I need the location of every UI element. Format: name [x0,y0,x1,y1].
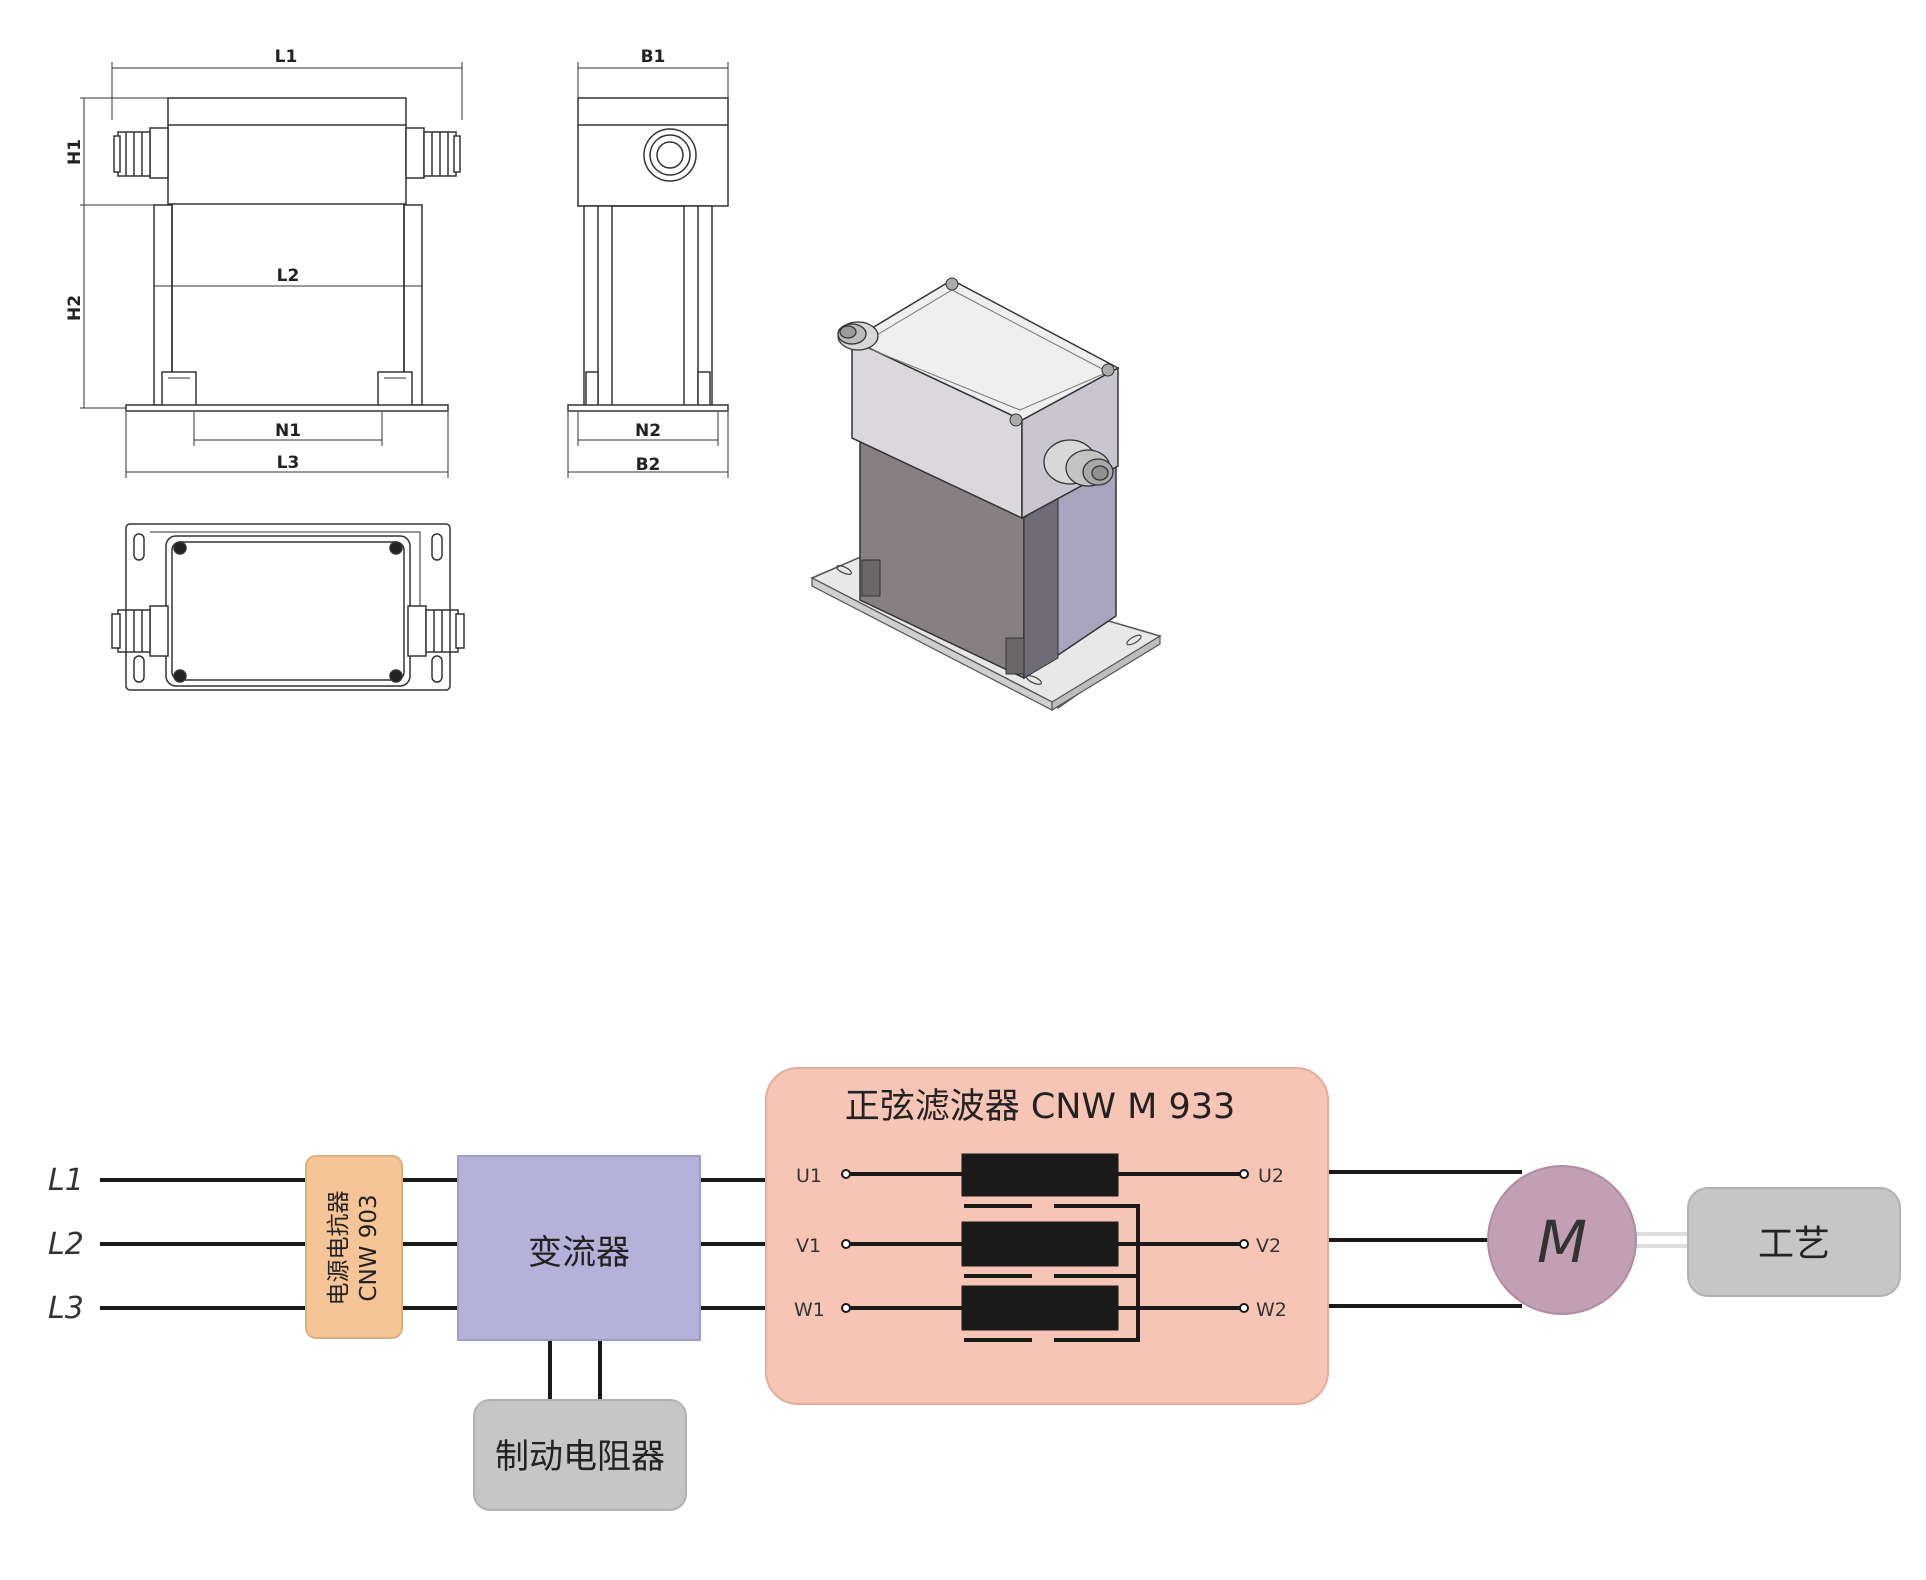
motor-circle [1487,1165,1637,1315]
filter-input-V1: V1 [796,1235,821,1257]
filter-input-W1: W1 [794,1299,825,1321]
circuit-diagram: L1 L2 L3 电源电抗器 CNW 903 变流器 制动电阻器 正弦滤波器 C… [48,1067,1901,1511]
converter-label: 变流器 [528,1233,630,1273]
dim-N1-label: N1 [275,421,301,441]
front-view-drawing [80,62,463,478]
filter-output-W2: W2 [1256,1299,1287,1321]
reactor-block [305,1155,403,1339]
line-label-L2: L2 [48,1227,84,1262]
filter-inductor-circuit [841,1153,1249,1342]
top-view-drawing [111,523,465,691]
dim-B1-label: B1 [641,47,666,67]
process-label: 工艺 [1758,1224,1830,1265]
brake-resistor-label: 制动电阻器 [495,1437,665,1477]
dim-H1-label: H1 [65,139,85,165]
side-view-drawing [567,62,729,478]
dim-H2-label: H2 [65,295,85,321]
product-3d-illustration [810,277,1162,712]
filter-output-U2: U2 [1258,1165,1284,1187]
converter-block [457,1155,701,1341]
sine-filter-title: 正弦滤波器 CNW M 933 [845,1087,1236,1127]
filter-input-U1: U1 [796,1165,822,1187]
motor-label: M [1537,1208,1587,1276]
reactor-model: CNW 903 [356,1194,382,1301]
brake-resistor-block [473,1399,687,1511]
dim-N2-label: N2 [635,421,661,441]
reactor-name: 电源电抗器 [326,1191,352,1306]
process-block [1687,1187,1901,1297]
line-label-L1: L1 [48,1163,84,1198]
filter-output-V2: V2 [1256,1235,1281,1257]
dim-L3-label: L3 [277,453,300,473]
dim-L1-label: L1 [275,47,298,67]
dim-L2-label: L2 [277,266,300,286]
dim-B2-label: B2 [636,455,661,475]
line-label-L3: L3 [48,1291,84,1326]
